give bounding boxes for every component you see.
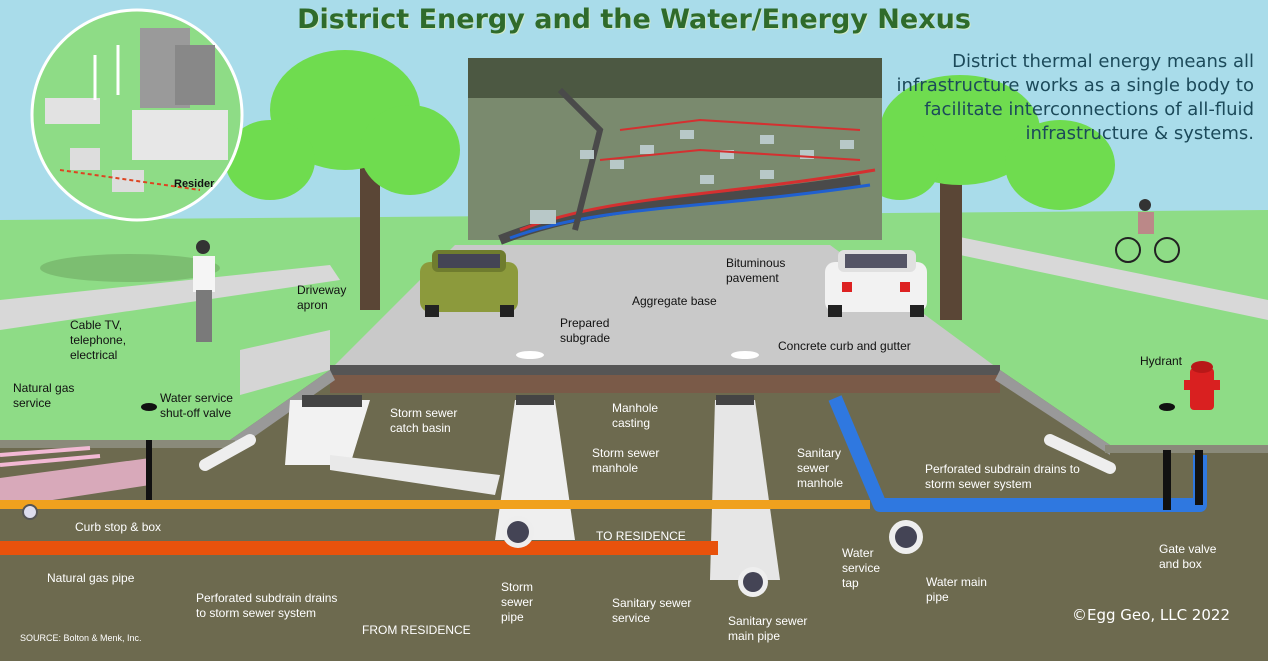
label-sanitary-service: Sanitary sewer service [612, 596, 692, 625]
label-water-service-tap: Water service tap [842, 546, 881, 590]
sidewalk-left [0, 265, 340, 330]
aerial-photo [468, 58, 882, 245]
curb-gutter [995, 370, 1110, 455]
pedestrian [193, 240, 215, 342]
perforated-subdrain-left [199, 434, 256, 471]
hydrant [1184, 361, 1220, 410]
label-sanitary-manhole: Sanitary sewer manhole [797, 446, 844, 490]
cable-lines [0, 440, 152, 505]
bituminous-layer [330, 365, 1000, 375]
from-residence-pipe [0, 541, 718, 555]
label-gate-valve: Gate valve and box [1159, 542, 1217, 571]
label-driveway-apron: Driveway apron [297, 283, 347, 312]
label-bituminous: Bituminous pavement [726, 256, 786, 285]
label-storm-catch-basin: Storm sewer catch basin [390, 406, 458, 435]
tree-trunk-left [360, 150, 380, 310]
aggregate-base-layer [330, 375, 1000, 393]
label-prepared-subgrade: Prepared subgrade [560, 316, 611, 345]
car-left [420, 250, 518, 317]
label-perforated-right: Perforated subdrain drains to storm sewe… [925, 462, 1080, 491]
label-sanitary-main: Sanitary sewer main pipe [728, 614, 808, 643]
sanitary-sewer-manhole [710, 400, 780, 580]
storm-catch-basin [285, 400, 370, 465]
driveway-apron [240, 330, 330, 395]
car-right [825, 250, 927, 317]
page-title: District Energy and the Water/Energy Nex… [297, 4, 971, 35]
label-to-residence: TO RESIDENCE [596, 529, 686, 543]
description-text: District thermal energy means all infras… [896, 51, 1254, 144]
inset-label: Resider [174, 178, 215, 190]
tree-trunk-right [940, 150, 962, 320]
label-aggregate-base: Aggregate base [632, 294, 717, 308]
label-storm-manhole: Storm sewer manhole [592, 446, 660, 475]
district-inset [30, 8, 244, 222]
label-hydrant: Hydrant [1140, 354, 1183, 368]
copyright-text: ©Egg Geo, LLC 2022 [1072, 606, 1230, 624]
label-curb-stop: Curb stop & box [75, 520, 162, 534]
cyclist [1115, 199, 1180, 263]
label-water-main: Water main pipe [926, 575, 987, 604]
label-natural-gas-service: Natural gas service [13, 381, 75, 410]
label-curb-gutter: Concrete curb and gutter [778, 339, 911, 353]
label-storm-pipe: Storm sewer pipe [501, 580, 534, 624]
label-natural-gas-pipe: Natural gas pipe [47, 571, 135, 585]
label-manhole-casting: Manhole casting [612, 401, 659, 430]
perforated-subdrain-right [1044, 434, 1116, 474]
curb-left [230, 370, 335, 450]
label-perforated-left: Perforated subdrain drains to storm sewe… [196, 591, 338, 620]
to-residence-pipe [0, 500, 870, 509]
sidewalk-right [950, 235, 1268, 320]
label-from-residence: FROM RESIDENCE [362, 623, 471, 637]
source-credit: SOURCE: Bolton & Menk, Inc. [20, 633, 142, 643]
label-water-shutoff: Water service shut-off valve [160, 391, 233, 420]
label-cable: Cable TV, telephone, electrical [70, 318, 127, 362]
